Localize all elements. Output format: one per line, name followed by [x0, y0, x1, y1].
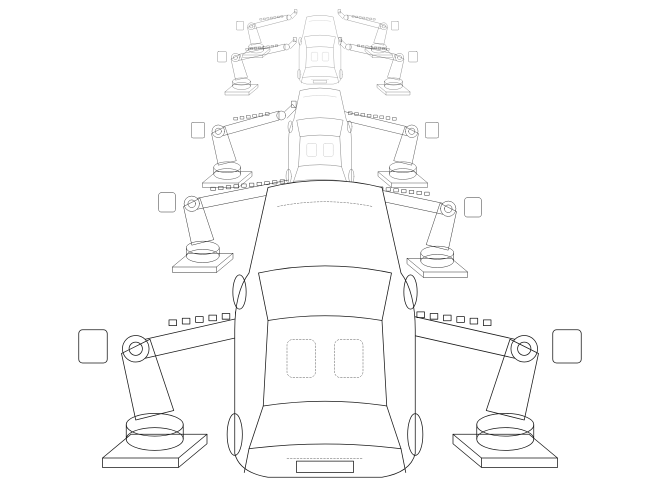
car-front — [226, 180, 424, 478]
robot-back-left-1 — [217, 37, 297, 96]
robot-back-right-2 — [337, 9, 399, 58]
car-back — [297, 15, 343, 85]
robot-back-left-2 — [236, 9, 298, 58]
robot-mid-left-1 — [191, 100, 297, 188]
robot-back-right-1 — [338, 37, 418, 96]
car-middle — [285, 87, 355, 192]
